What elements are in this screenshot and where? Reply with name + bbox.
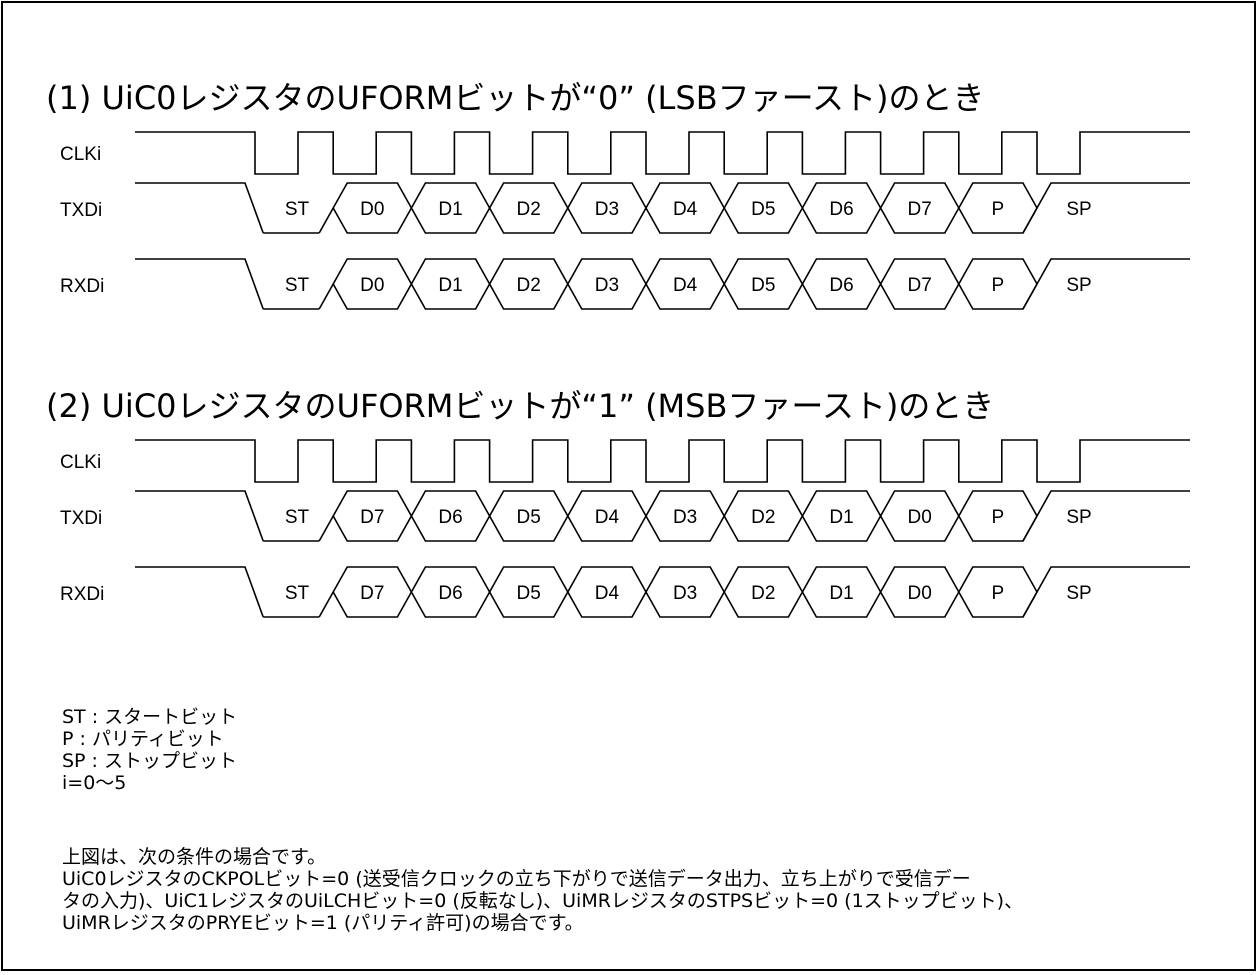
bit-label: D5 xyxy=(751,199,775,220)
bit-label: D3 xyxy=(595,199,619,220)
start-bit-edge xyxy=(318,515,334,542)
signal-label: CLKi xyxy=(60,452,101,473)
legend-st: ST : スタートビット xyxy=(62,706,238,728)
bit-label: D3 xyxy=(673,583,697,604)
data-stop-edge xyxy=(1022,490,1190,542)
bit-label: D6 xyxy=(829,199,853,220)
condition-note: 上図は、次の条件の場合です。 UiC0レジスタのCKPOLビット=0 (送受信ク… xyxy=(62,846,1023,934)
bit-label: SP xyxy=(1066,275,1091,296)
bit-label: D1 xyxy=(829,507,853,528)
data-stop-edge xyxy=(1022,258,1190,310)
bit-label: D2 xyxy=(751,583,775,604)
bit-label: D2 xyxy=(751,507,775,528)
bit-label: D5 xyxy=(751,275,775,296)
bit-label: D2 xyxy=(517,275,541,296)
start-bit-edge xyxy=(318,283,334,310)
bit-label: D4 xyxy=(673,199,698,220)
bit-label: D7 xyxy=(360,507,384,528)
bit-label: D1 xyxy=(438,199,462,220)
bit-label: D4 xyxy=(673,275,698,296)
note-line-2: UiC0レジスタのCKPOLビット=0 (送受信クロックの立ち下がりで送信データ… xyxy=(62,868,971,890)
bit-label: P xyxy=(992,507,1005,528)
clock-waveform xyxy=(135,131,1190,175)
data-start-edge xyxy=(135,490,264,542)
section-2-title: (2) UiC0レジスタのUFORMビットが“1” (MSBファースト)のとき xyxy=(46,387,995,425)
note-line-3: タの入力)、UiC1レジスタのUiLCHビット=0 (反転なし)、UiMRレジス… xyxy=(62,890,1024,912)
bit-label: D6 xyxy=(438,583,462,604)
legend: ST : スタートビット P : パリティビット SP : ストップビット i=… xyxy=(62,706,237,794)
bit-label: ST xyxy=(285,275,310,296)
start-bit-edge xyxy=(318,591,334,618)
data-start-edge xyxy=(135,182,264,234)
signal-label: RXDi xyxy=(60,276,104,297)
data-start-edge xyxy=(135,258,264,310)
bit-label: D6 xyxy=(438,507,462,528)
bit-label: P xyxy=(992,199,1005,220)
start-bit-edge xyxy=(318,207,334,234)
bit-label: P xyxy=(992,583,1005,604)
bit-label: D3 xyxy=(673,507,697,528)
bit-label: D0 xyxy=(360,199,384,220)
bit-label: D7 xyxy=(908,199,932,220)
bit-label: D0 xyxy=(908,583,932,604)
bit-label: D0 xyxy=(908,507,932,528)
bit-label: SP xyxy=(1066,199,1091,220)
data-start-edge xyxy=(135,566,264,618)
data-stop-edge xyxy=(1022,566,1190,618)
bit-label: SP xyxy=(1066,583,1091,604)
clock-waveform xyxy=(135,439,1190,483)
signal-label: TXDi xyxy=(60,508,102,529)
bit-label: D1 xyxy=(438,275,462,296)
bit-label: D6 xyxy=(829,275,853,296)
signal-label: RXDi xyxy=(60,584,104,605)
bit-label: ST xyxy=(285,583,310,604)
bit-label: D1 xyxy=(829,583,853,604)
data-stop-edge xyxy=(1022,182,1190,234)
signal-label: TXDi xyxy=(60,200,102,221)
note-line-1: 上図は、次の条件の場合です。 xyxy=(62,846,327,868)
signal-label: CLKi xyxy=(60,144,101,165)
note-line-4: UiMRレジスタのPRYEビット=1 (パリティ許可)の場合です。 xyxy=(62,912,584,934)
bit-label: D4 xyxy=(595,507,620,528)
legend-sp: SP : ストップビット xyxy=(62,750,237,772)
bit-label: ST xyxy=(285,507,310,528)
bit-label: D7 xyxy=(360,583,384,604)
bit-label: D0 xyxy=(360,275,384,296)
bit-label: D5 xyxy=(517,507,541,528)
bit-label: D2 xyxy=(517,199,541,220)
bit-label: P xyxy=(992,275,1005,296)
legend-p: P : パリティビット xyxy=(62,728,224,750)
bit-label: D5 xyxy=(517,583,541,604)
bit-label: ST xyxy=(285,199,310,220)
bit-label: D7 xyxy=(908,275,932,296)
section-1-title: (1) UiC0レジスタのUFORMビットが“0” (LSBファースト)のとき xyxy=(46,79,985,117)
bit-label: D4 xyxy=(595,583,620,604)
legend-index: i=0〜5 xyxy=(62,772,127,794)
bit-label: D3 xyxy=(595,275,619,296)
bit-label: SP xyxy=(1066,507,1091,528)
